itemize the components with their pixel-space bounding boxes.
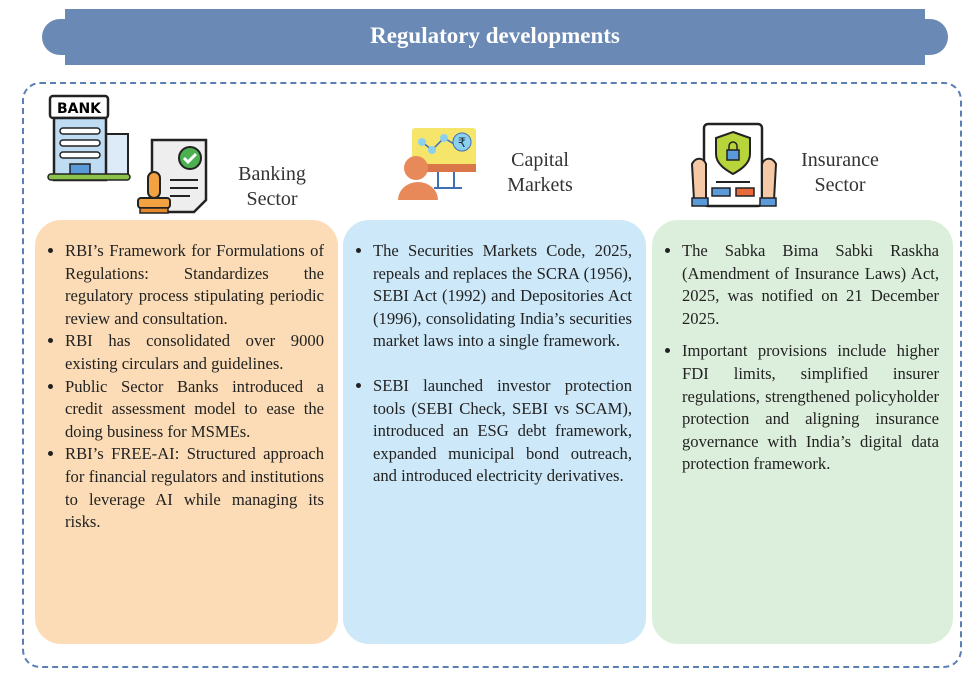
list-item: SEBI launched investor protection tools … xyxy=(373,375,632,488)
insurance-panel: The Sabka Bima Sabki Raskha (Amendment o… xyxy=(652,220,953,644)
capital-markets-panel: The Securities Markets Code, 2025, repea… xyxy=(343,220,646,644)
svg-text:₹: ₹ xyxy=(458,136,466,151)
bank-icon: BANK xyxy=(47,94,131,182)
banking-bullet-list: RBI’s Framework for Formulations of Regu… xyxy=(47,240,324,534)
insurance-bullet-list: The Sabka Bima Sabki Raskha (Amendment o… xyxy=(664,240,939,476)
list-item: Important provisions include higher FDI … xyxy=(682,340,939,476)
list-item: RBI’s FREE-AI: Structured approach for f… xyxy=(65,443,324,533)
capital-markets-bullet-list: The Securities Markets Code, 2025, repea… xyxy=(355,240,632,488)
list-item: The Sabka Bima Sabki Raskha (Amendment o… xyxy=(682,240,939,330)
title-banner: Regulatory developments xyxy=(42,9,948,65)
list-item: The Securities Markets Code, 2025, repea… xyxy=(373,240,632,353)
svg-text:BANK: BANK xyxy=(57,101,102,117)
content-frame xyxy=(22,82,962,668)
insurance-shield-icon xyxy=(690,122,778,208)
list-item: RBI’s Framework for Formulations of Regu… xyxy=(65,240,324,330)
banking-panel: RBI’s Framework for Formulations of Regu… xyxy=(35,220,338,644)
list-item: Public Sector Banks introduced a credit … xyxy=(65,376,324,444)
approved-document-stamp-icon xyxy=(137,138,208,214)
page-title: Regulatory developments xyxy=(370,23,620,48)
presentation-chart-icon: ₹ xyxy=(398,128,476,200)
list-item: RBI has consolidated over 9000 existing … xyxy=(65,330,324,375)
